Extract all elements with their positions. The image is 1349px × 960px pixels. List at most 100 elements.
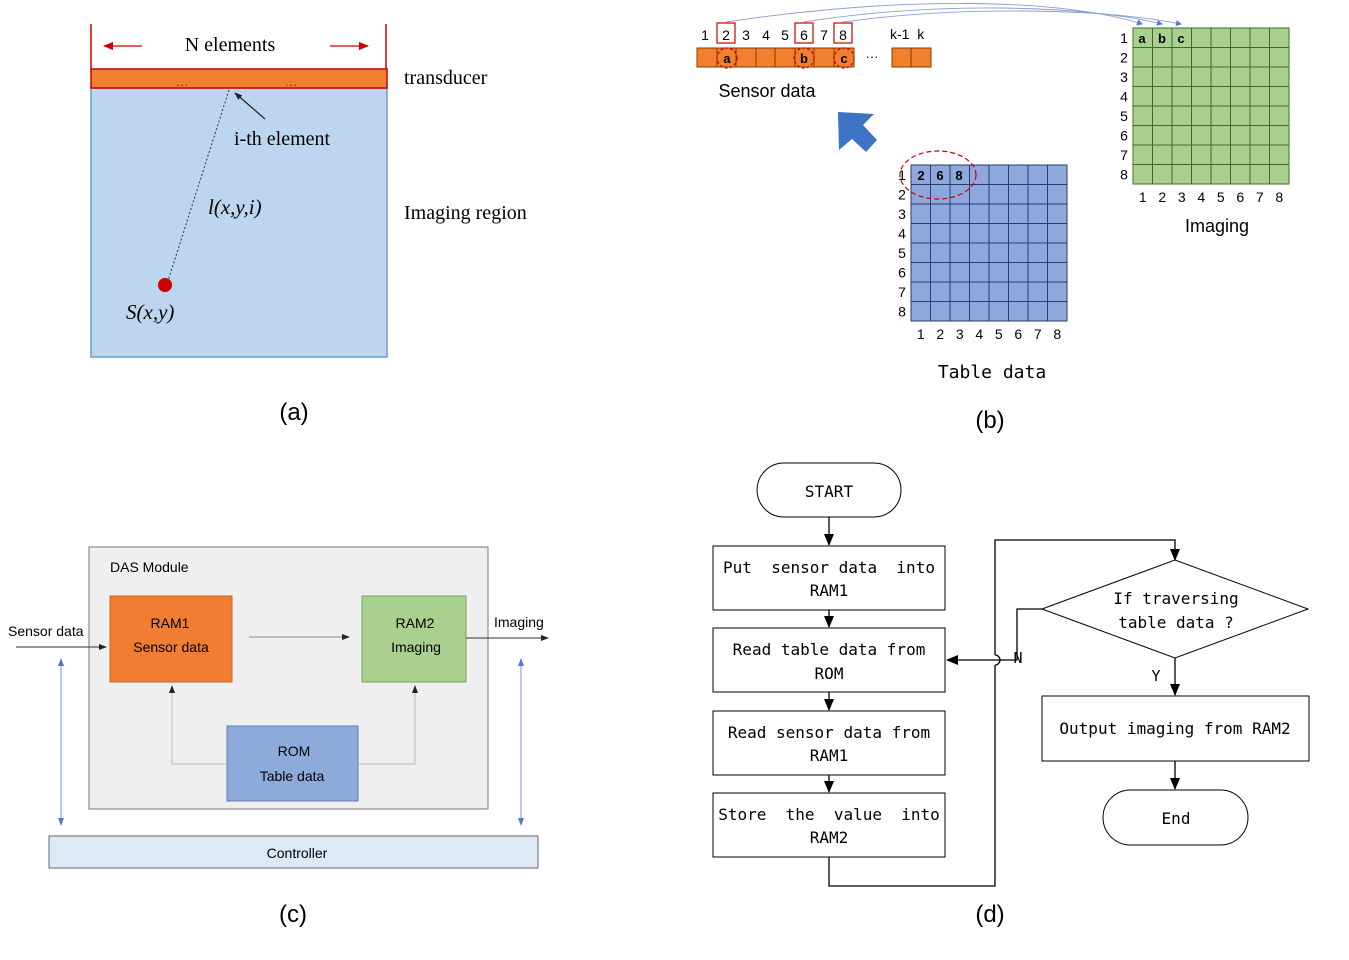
table-grid-row-label: 5	[898, 245, 906, 261]
ram1-title: RAM1	[151, 615, 190, 631]
imaging-grid-row-label: 1	[1120, 30, 1128, 46]
sensor-index: 3	[742, 27, 750, 43]
rom-to-ram2-arrow	[358, 685, 418, 765]
distance-label: l(x,y,i)	[208, 195, 262, 219]
imaging-grid-col-label: 7	[1256, 189, 1264, 205]
caption-b: (b)	[975, 407, 1004, 434]
selected-ring-c	[833, 47, 855, 69]
sensor-index: 6	[800, 27, 808, 43]
imaging-grid-row-label: 8	[1120, 166, 1128, 182]
index-highlight-6	[794, 22, 814, 44]
ith-element-label: i-th element	[234, 128, 331, 150]
output-imaging-label: Imaging	[494, 614, 544, 630]
controller-label: Controller	[267, 845, 328, 861]
map-curve-a	[725, 3, 1143, 26]
step3-line2: RAM1	[810, 746, 849, 765]
lookup-arrow-icon	[838, 112, 877, 152]
end-label: End	[1162, 809, 1191, 828]
loop-to-decision-line	[994, 539, 1180, 655]
imaging-entry: c	[1177, 31, 1184, 46]
ram2-subtitle: Imaging	[391, 639, 441, 655]
table-entry: 8	[955, 168, 962, 183]
caption-a: (a)	[279, 399, 308, 426]
decision-line2: table data ?	[1118, 613, 1234, 632]
imaging-grid-row-label: 2	[1120, 49, 1128, 65]
input-sensor-label: Sensor data	[8, 623, 84, 639]
sensor-index: 2	[722, 27, 730, 43]
selected-cell-a: a	[723, 51, 731, 66]
selected-cell-c: c	[840, 51, 847, 66]
rom-block	[226, 725, 359, 802]
transducer-dots-right: …	[285, 74, 298, 89]
sensor-index: 5	[781, 27, 789, 43]
output-step-label: Output imaging from RAM2	[1059, 719, 1290, 738]
rom-subtitle: Table data	[260, 768, 325, 784]
controller-block	[48, 835, 539, 869]
imaging-grid-col-label: 2	[1158, 189, 1166, 205]
transducer-bar	[90, 68, 388, 89]
table-grid-col-label: 7	[1034, 326, 1042, 342]
transducer-dots-left: …	[176, 74, 189, 89]
step4-line1: Store the value into	[718, 805, 940, 824]
table-row-highlight	[899, 150, 977, 200]
imaging-grid-row-label: 4	[1120, 88, 1128, 104]
das-module-label: DAS Module	[110, 559, 189, 575]
imaging-grid-col-label: 5	[1217, 189, 1225, 205]
table-grid-col-label: 2	[936, 326, 944, 342]
step-read-sensor-data	[712, 710, 946, 776]
ram2-title: RAM2	[396, 615, 435, 631]
map-curve-b	[803, 7, 1163, 26]
table-grid-row-label: 3	[898, 206, 906, 222]
imaging-grid-row-label: 3	[1120, 69, 1128, 85]
sensor-index: 8	[839, 27, 847, 43]
source-point	[158, 278, 172, 292]
table-grid-col-label: 8	[1053, 326, 1061, 342]
imaging-grid-col-label: 4	[1197, 189, 1205, 205]
sensor-ellipsis: ···	[866, 49, 879, 64]
imaging-label: Imaging	[1185, 216, 1249, 236]
step-store-value	[712, 792, 946, 858]
table-grid-col-label: 1	[917, 326, 925, 342]
ram1-subtitle: Sensor data	[133, 639, 209, 655]
loop-back-line	[828, 665, 996, 887]
sensor-tail-index: k-1 k	[890, 26, 925, 42]
table-grid-col-label: 6	[1014, 326, 1022, 342]
distance-path	[166, 89, 230, 285]
imaging-grid-col-label: 6	[1236, 189, 1244, 205]
imaging-grid-row-label: 5	[1120, 108, 1128, 124]
sensor-index: 1	[701, 27, 709, 43]
table-grid-row-label: 7	[898, 284, 906, 300]
table-grid-col-label: 4	[975, 326, 983, 342]
transducer-label: transducer	[404, 67, 488, 89]
table-grid-col-label: 5	[995, 326, 1003, 342]
no-label: N	[1013, 649, 1022, 667]
n-elements-label: N elements	[185, 34, 276, 56]
ith-element-arrow	[234, 92, 266, 120]
ram1-block	[109, 595, 233, 683]
imaging-region	[90, 87, 388, 358]
map-curve-c	[842, 10, 1182, 26]
ram2-block	[361, 595, 467, 683]
step1-line2: RAM1	[810, 581, 849, 600]
index-highlight-8	[833, 22, 853, 44]
sensor-data-label: Sensor data	[718, 81, 816, 101]
step3-line1: Read sensor data from	[728, 723, 930, 742]
no-branch-line	[946, 608, 1042, 665]
table-grid-row-label: 1	[898, 167, 906, 183]
table-grid-col-label: 3	[956, 326, 964, 342]
imaging-entry: a	[1138, 31, 1146, 46]
sensor-data-bar	[696, 47, 932, 68]
step1-line1: Put sensor data into	[723, 558, 935, 577]
sensor-index: 7	[820, 27, 828, 43]
end-terminal	[1102, 789, 1249, 846]
selected-ring-a	[716, 47, 738, 69]
start-label: START	[805, 482, 854, 501]
caption-d: (d)	[975, 901, 1004, 928]
selected-cell-b: b	[800, 51, 808, 66]
step-put-sensor-data	[712, 545, 946, 611]
panel-b: 1 2 3 4 5 6 7 8 k-1 k ···	[696, 3, 1290, 434]
sensor-index-row: 1 2 3 4 5 6 7 8 k-1 k	[701, 26, 925, 43]
step4-line2: RAM2	[810, 828, 849, 847]
panel-a: N elements … … transducer i-th element l…	[90, 24, 527, 426]
